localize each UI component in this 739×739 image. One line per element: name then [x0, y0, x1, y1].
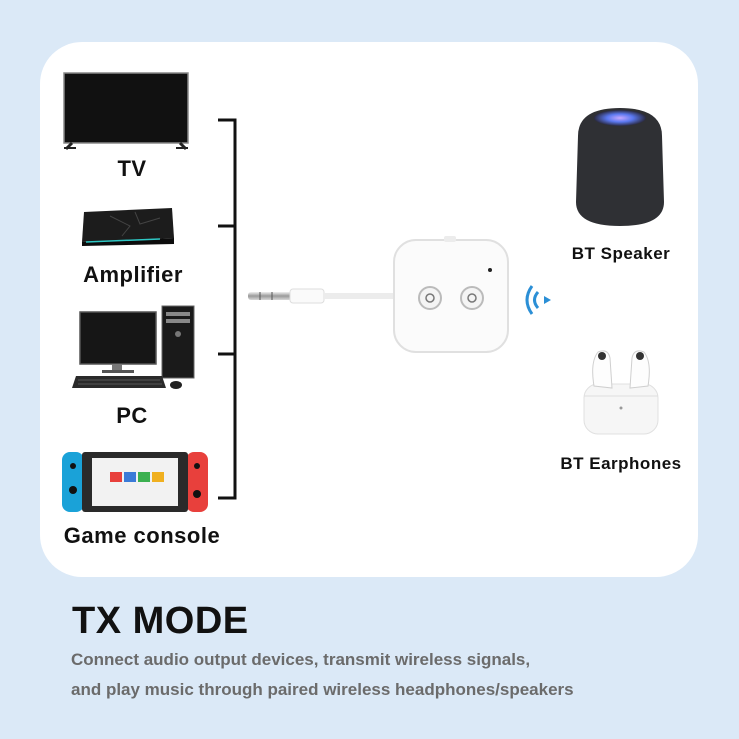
source-label-game-console: Game console	[63, 523, 221, 548]
game-console-icon	[62, 452, 208, 512]
amplifier-icon	[82, 208, 174, 246]
source-label-tv: TV	[117, 156, 147, 181]
pc-icon	[72, 305, 195, 389]
output-label-earphones: BT Earphones	[560, 454, 682, 473]
source-label-amplifier: Amplifier	[83, 262, 183, 287]
source-label-pc: PC	[116, 403, 148, 428]
smart-speaker-icon	[576, 108, 664, 226]
connection-bracket	[218, 118, 237, 500]
description-line-1: Connect audio output devices, transmit w…	[71, 650, 531, 669]
description-line-2: and play music through paired wireless h…	[71, 680, 574, 699]
tv-icon	[63, 72, 189, 151]
wireless-signal-icon	[525, 285, 551, 315]
earbuds-case-icon	[583, 350, 659, 435]
transmitter-device-icon	[248, 236, 509, 353]
output-label-speaker: BT Speaker	[571, 244, 671, 263]
mode-title: TX MODE	[72, 600, 249, 642]
